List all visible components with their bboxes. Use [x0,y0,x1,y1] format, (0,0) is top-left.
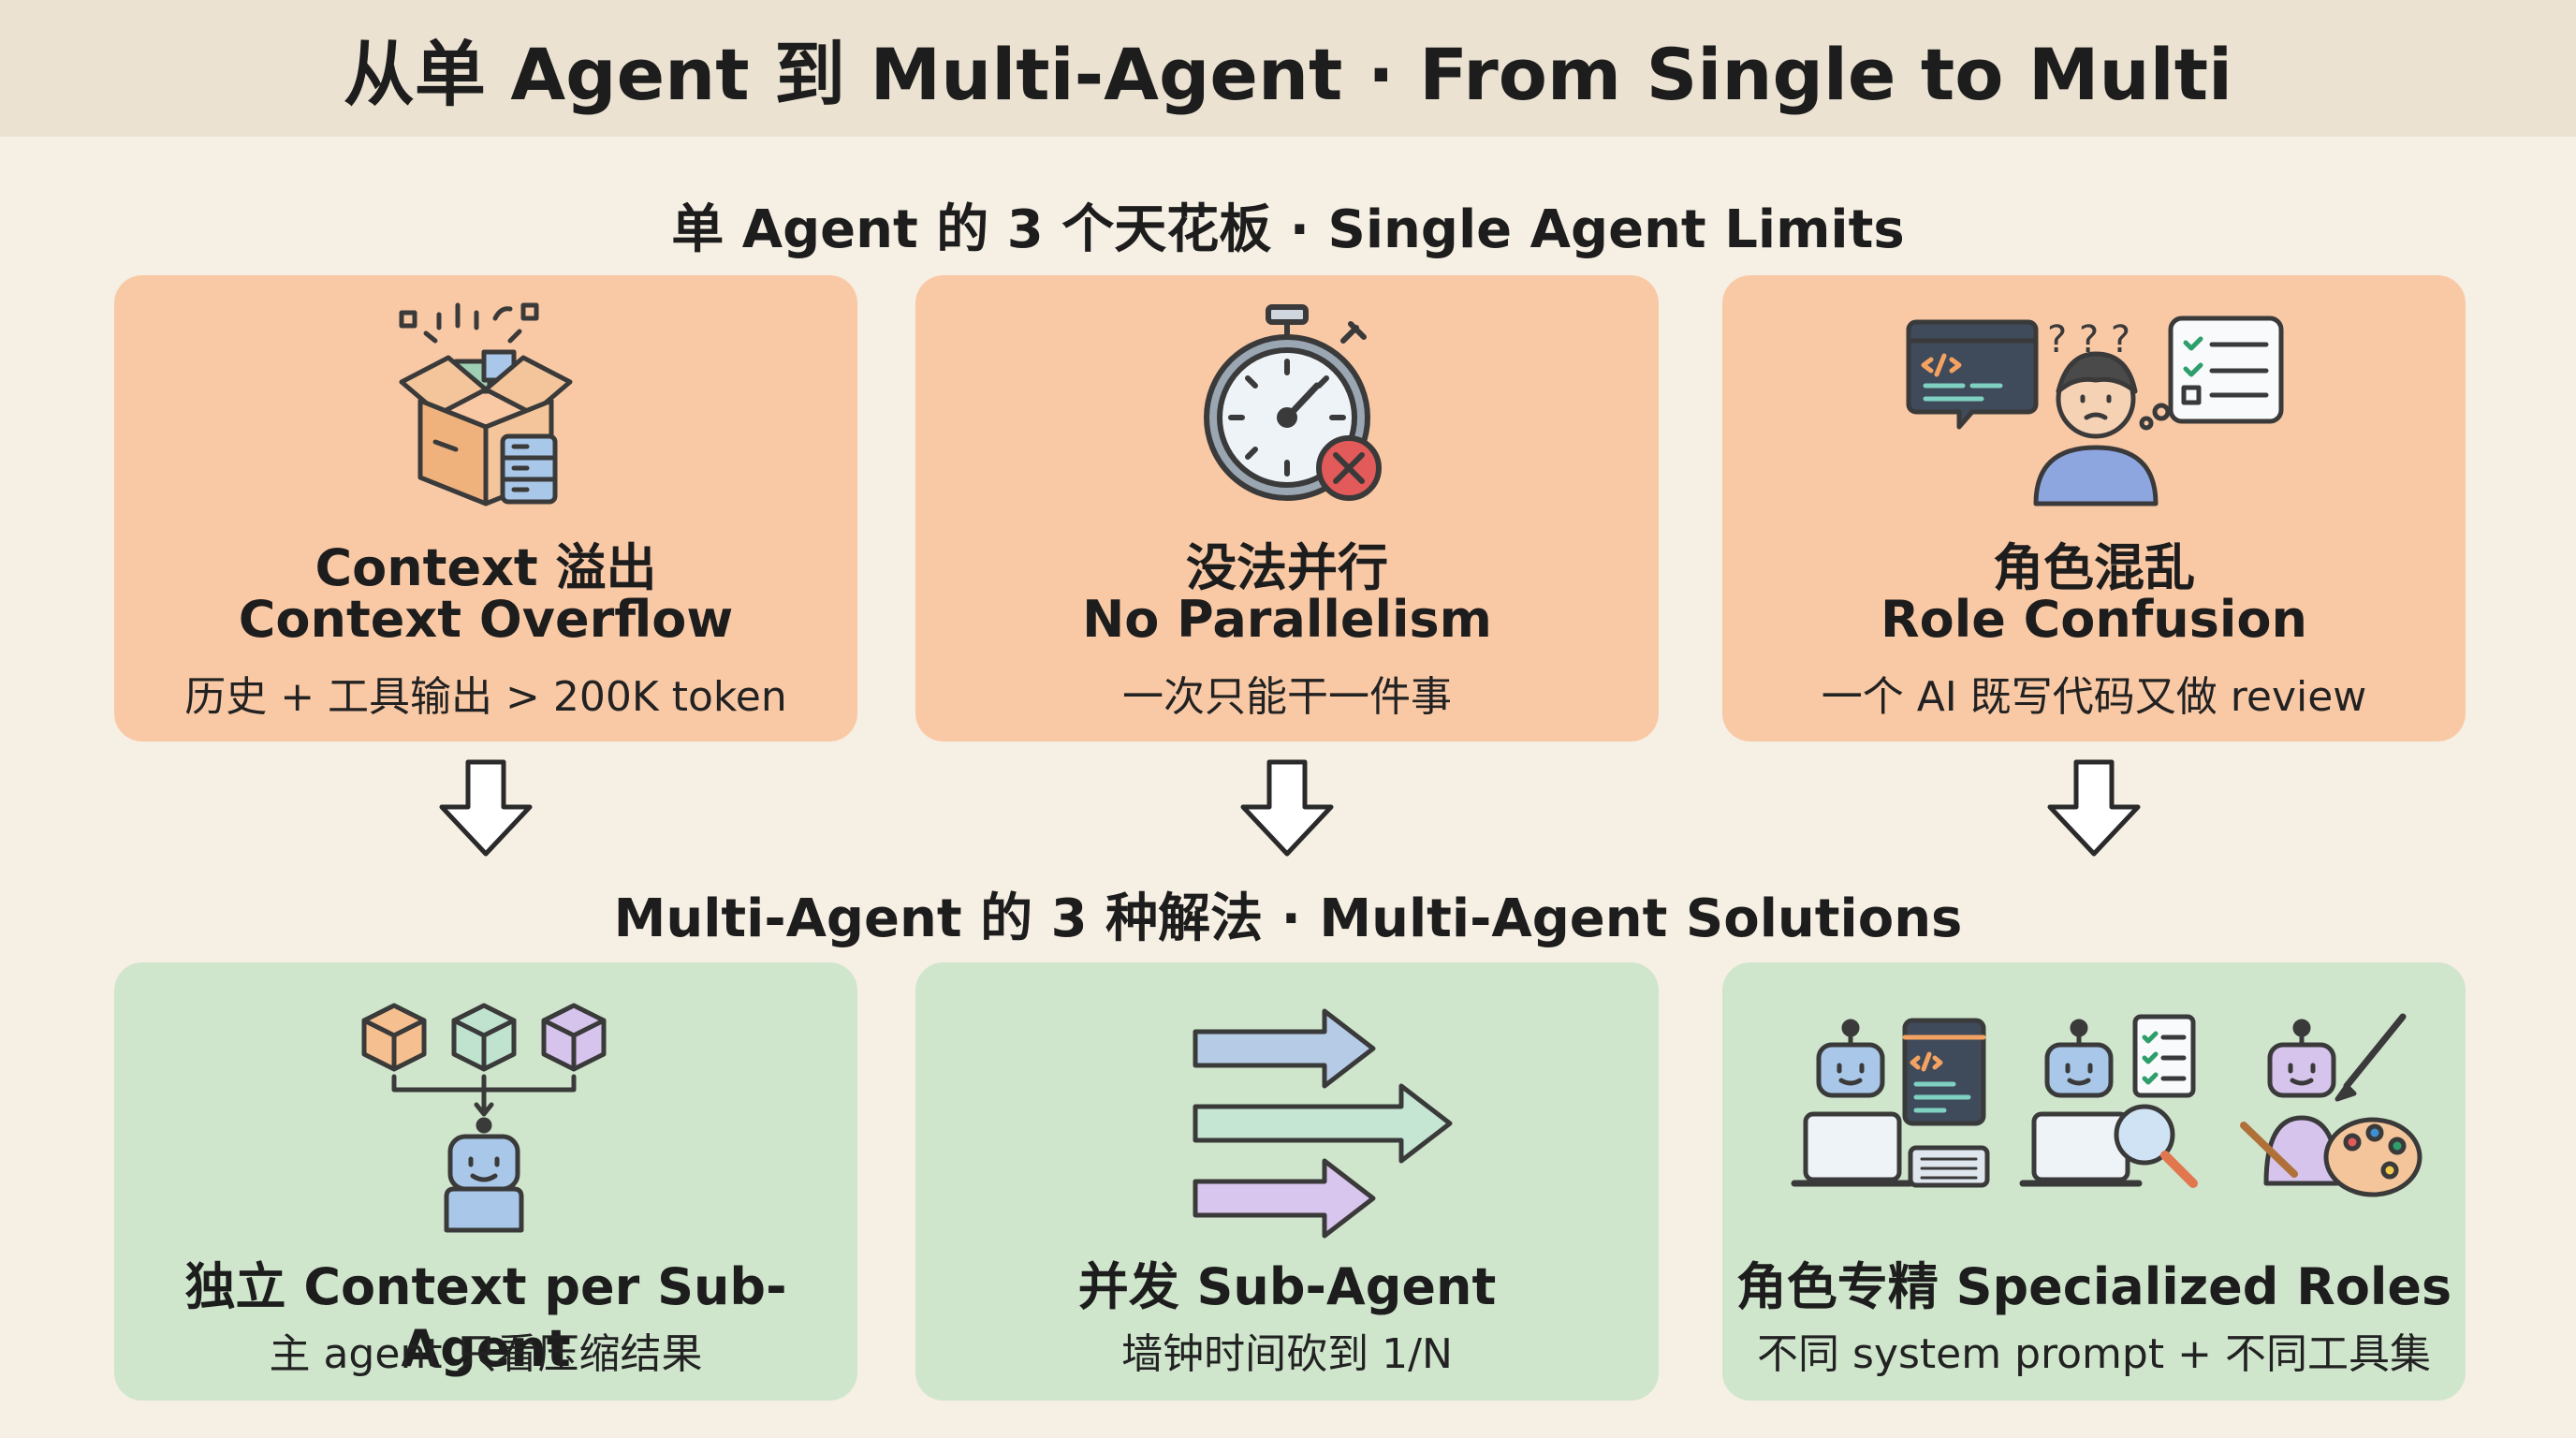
solution-desc: 墙钟时间砍到 1/N [1121,1330,1453,1378]
solution-title: 独立 Context per Sub-Agent [184,1257,787,1378]
limit-en-title: Role Confusion [1881,590,2307,649]
solution-card-independent-context: 独立 Context per Sub-Agent 主 agent 只看压缩结果 [114,962,857,1401]
solution-title: 并发 Sub-Agent [1077,1257,1497,1316]
page-title: 从单 Agent 到 Multi-Agent · From Single to … [343,33,2233,116]
limit-desc: 一次只能干一件事 [1122,673,1452,721]
down-arrow-icon [439,759,533,857]
solution-desc: 主 agent 只看压缩结果 [269,1330,703,1378]
limit-card-role-confusion: ? ? ? 角色混乱 Role Confusion 一个 AI 既写代码又做 r… [1722,275,2466,741]
title-bar: 从单 Agent 到 Multi-Agent · From Single to … [0,0,2576,137]
limit-card-context-overflow: Context 溢出 Context Overflow 历史 + 工具输出 > … [114,275,857,741]
limit-desc: 一个 AI 既写代码又做 review [1821,673,2367,721]
limit-en-title: Context Overflow [238,590,734,649]
limit-en-title: No Parallelism [1082,590,1492,649]
confused-person-icon: ? ? ? [1906,315,2284,506]
solution-title: 角色专精 Specialized Roles [1735,1257,2452,1316]
limits-section-title: 单 Agent 的 3 个天花板 · Single Agent Limits [671,199,1905,260]
solution-card-concurrent: 并发 Sub-Agent 墙钟时间砍到 1/N [915,962,1659,1401]
stopwatch-icon [1204,304,1382,501]
limit-card-no-parallelism: 没法并行 No Parallelism 一次只能干一件事 [915,275,1659,741]
limit-desc: 历史 + 工具输出 > 200K token [184,673,787,721]
down-arrow-icon [1240,759,1334,857]
limit-zh-title: Context 溢出 [315,538,657,597]
parallel-arrows-icon [1193,1008,1453,1239]
specialized-robots-icon [1791,1013,2422,1197]
limit-zh-title: 没法并行 [1186,538,1388,597]
solutions-section-title: Multi-Agent 的 3 种解法 · Multi-Agent Soluti… [613,888,1963,949]
overflowing-box-icon [399,302,573,506]
limit-zh-title: 角色混乱 [1993,538,2195,597]
solution-card-specialized-roles: 角色专精 Specialized Roles 不同 system prompt … [1722,962,2466,1401]
solution-desc: 不同 system prompt + 不同工具集 [1757,1330,2431,1378]
down-arrow-icon [2047,759,2141,857]
cubes-to-robot-icon [361,1003,607,1233]
